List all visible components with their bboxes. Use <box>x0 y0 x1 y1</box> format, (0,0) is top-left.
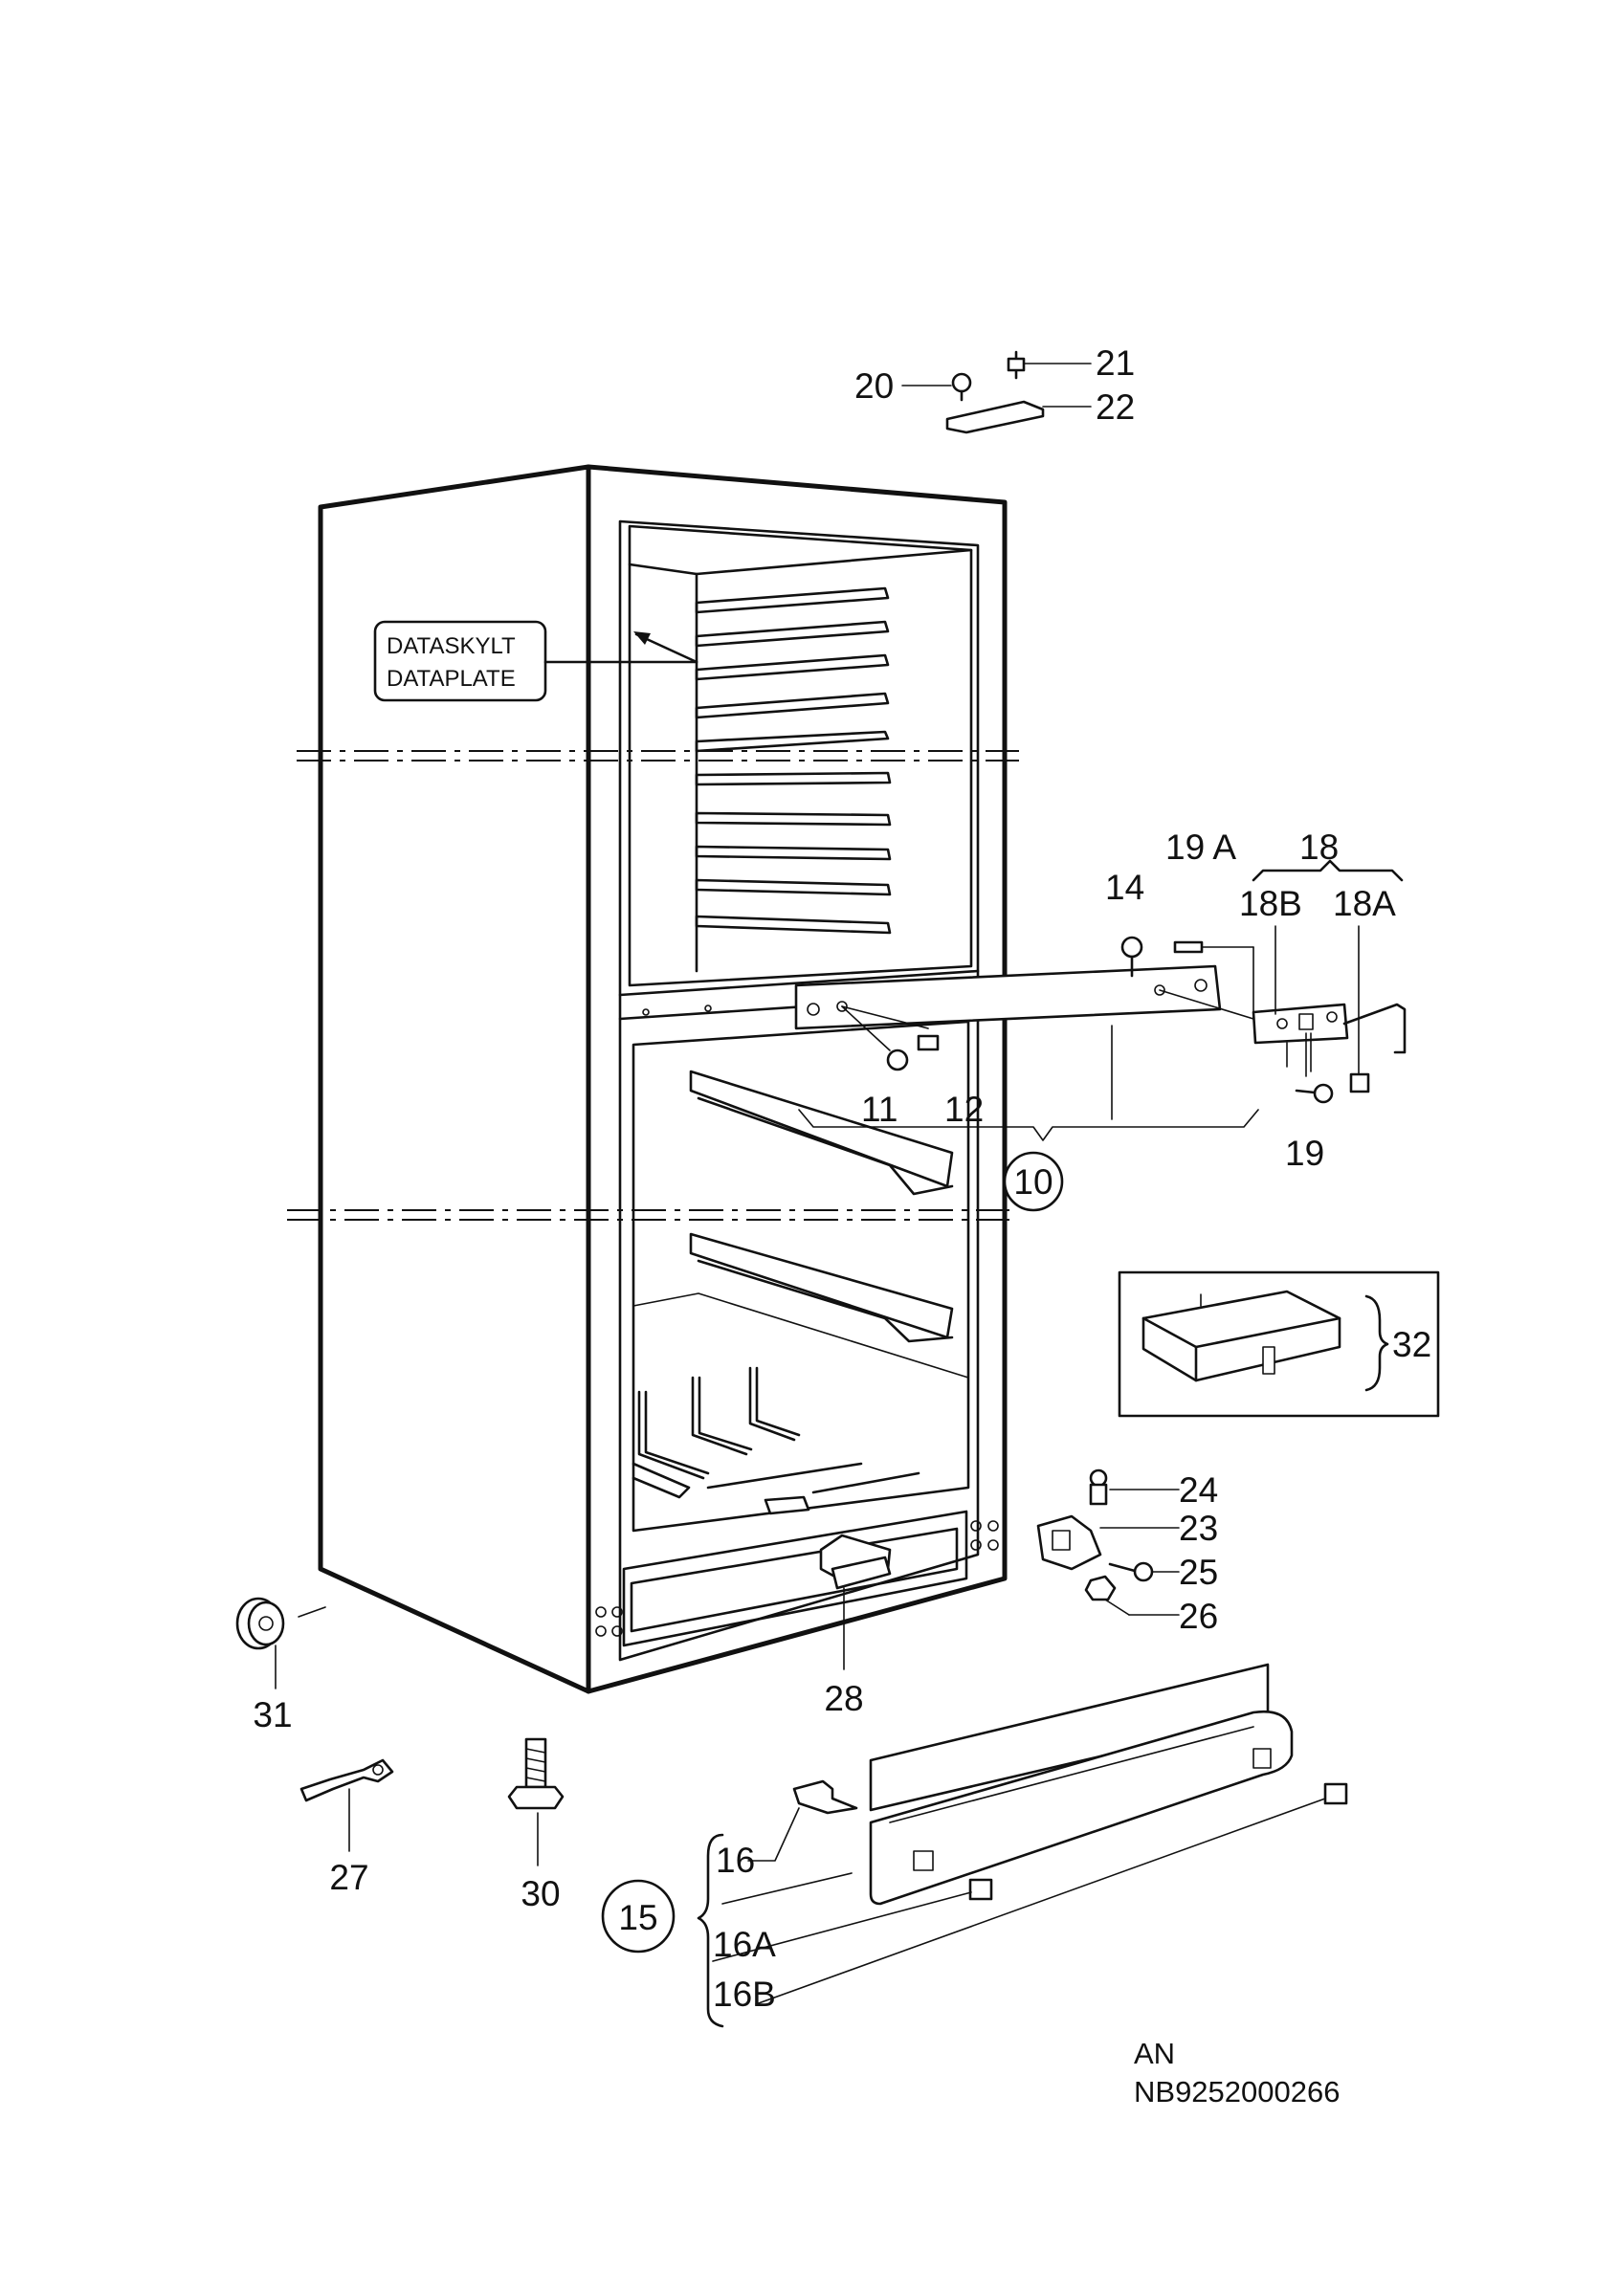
label-19a: 19 A <box>1165 828 1236 867</box>
label-18b: 18B <box>1239 884 1302 923</box>
bottom-hinge-parts <box>1036 1468 1180 1616</box>
part-27-wrench <box>299 1758 394 1852</box>
label-12: 12 <box>944 1090 984 1129</box>
part-32-box <box>1118 1270 1440 1418</box>
part-labels: 10 11 12 14 15 16 16A 16B 18 18A 18B 19 … <box>253 343 1431 2014</box>
label-30: 30 <box>521 1874 560 1913</box>
lower-shelf-rails <box>689 1070 954 1343</box>
label-18: 18 <box>1299 828 1339 867</box>
footer-language: AN <box>1134 2037 1175 2070</box>
label-18a: 18A <box>1333 884 1396 923</box>
label-19: 19 <box>1285 1134 1324 1173</box>
label-24: 24 <box>1179 1470 1218 1510</box>
part-15-plinth <box>601 1663 1348 2028</box>
label-22: 22 <box>1096 387 1135 427</box>
label-16a: 16A <box>713 1925 776 1964</box>
part-28-support <box>819 1534 892 1670</box>
footer-code: NB9252000266 <box>1134 2075 1340 2108</box>
part-10-circle <box>1003 1151 1064 1212</box>
data-plate: DATASKYLT DATAPLATE <box>373 620 698 702</box>
label-26: 26 <box>1179 1597 1218 1636</box>
data-plate-line2: DATAPLATE <box>387 666 516 692</box>
footer: AN NB9252000266 <box>1134 2037 1340 2108</box>
label-10: 10 <box>1013 1162 1053 1202</box>
bottom-racks <box>632 1366 920 1515</box>
part-30-foot <box>507 1737 565 1866</box>
label-16: 16 <box>716 1841 755 1880</box>
label-27: 27 <box>329 1858 368 1897</box>
label-31: 31 <box>253 1695 292 1734</box>
label-15: 15 <box>618 1898 657 1937</box>
label-32: 32 <box>1392 1325 1431 1364</box>
label-28: 28 <box>824 1679 863 1718</box>
label-11: 11 <box>861 1090 898 1129</box>
part-31-cap <box>235 1597 326 1689</box>
upper-shelf-rails <box>695 586 892 935</box>
label-20: 20 <box>854 366 894 406</box>
label-14: 14 <box>1105 868 1144 907</box>
middle-hinge-assembly <box>794 859 1407 1141</box>
data-plate-line1: DATASKYLT <box>387 633 516 659</box>
label-16b: 16B <box>713 1975 776 2014</box>
top-hinge-parts <box>901 350 1092 434</box>
label-25: 25 <box>1179 1553 1218 1592</box>
label-23: 23 <box>1179 1509 1218 1548</box>
label-21: 21 <box>1096 343 1135 383</box>
